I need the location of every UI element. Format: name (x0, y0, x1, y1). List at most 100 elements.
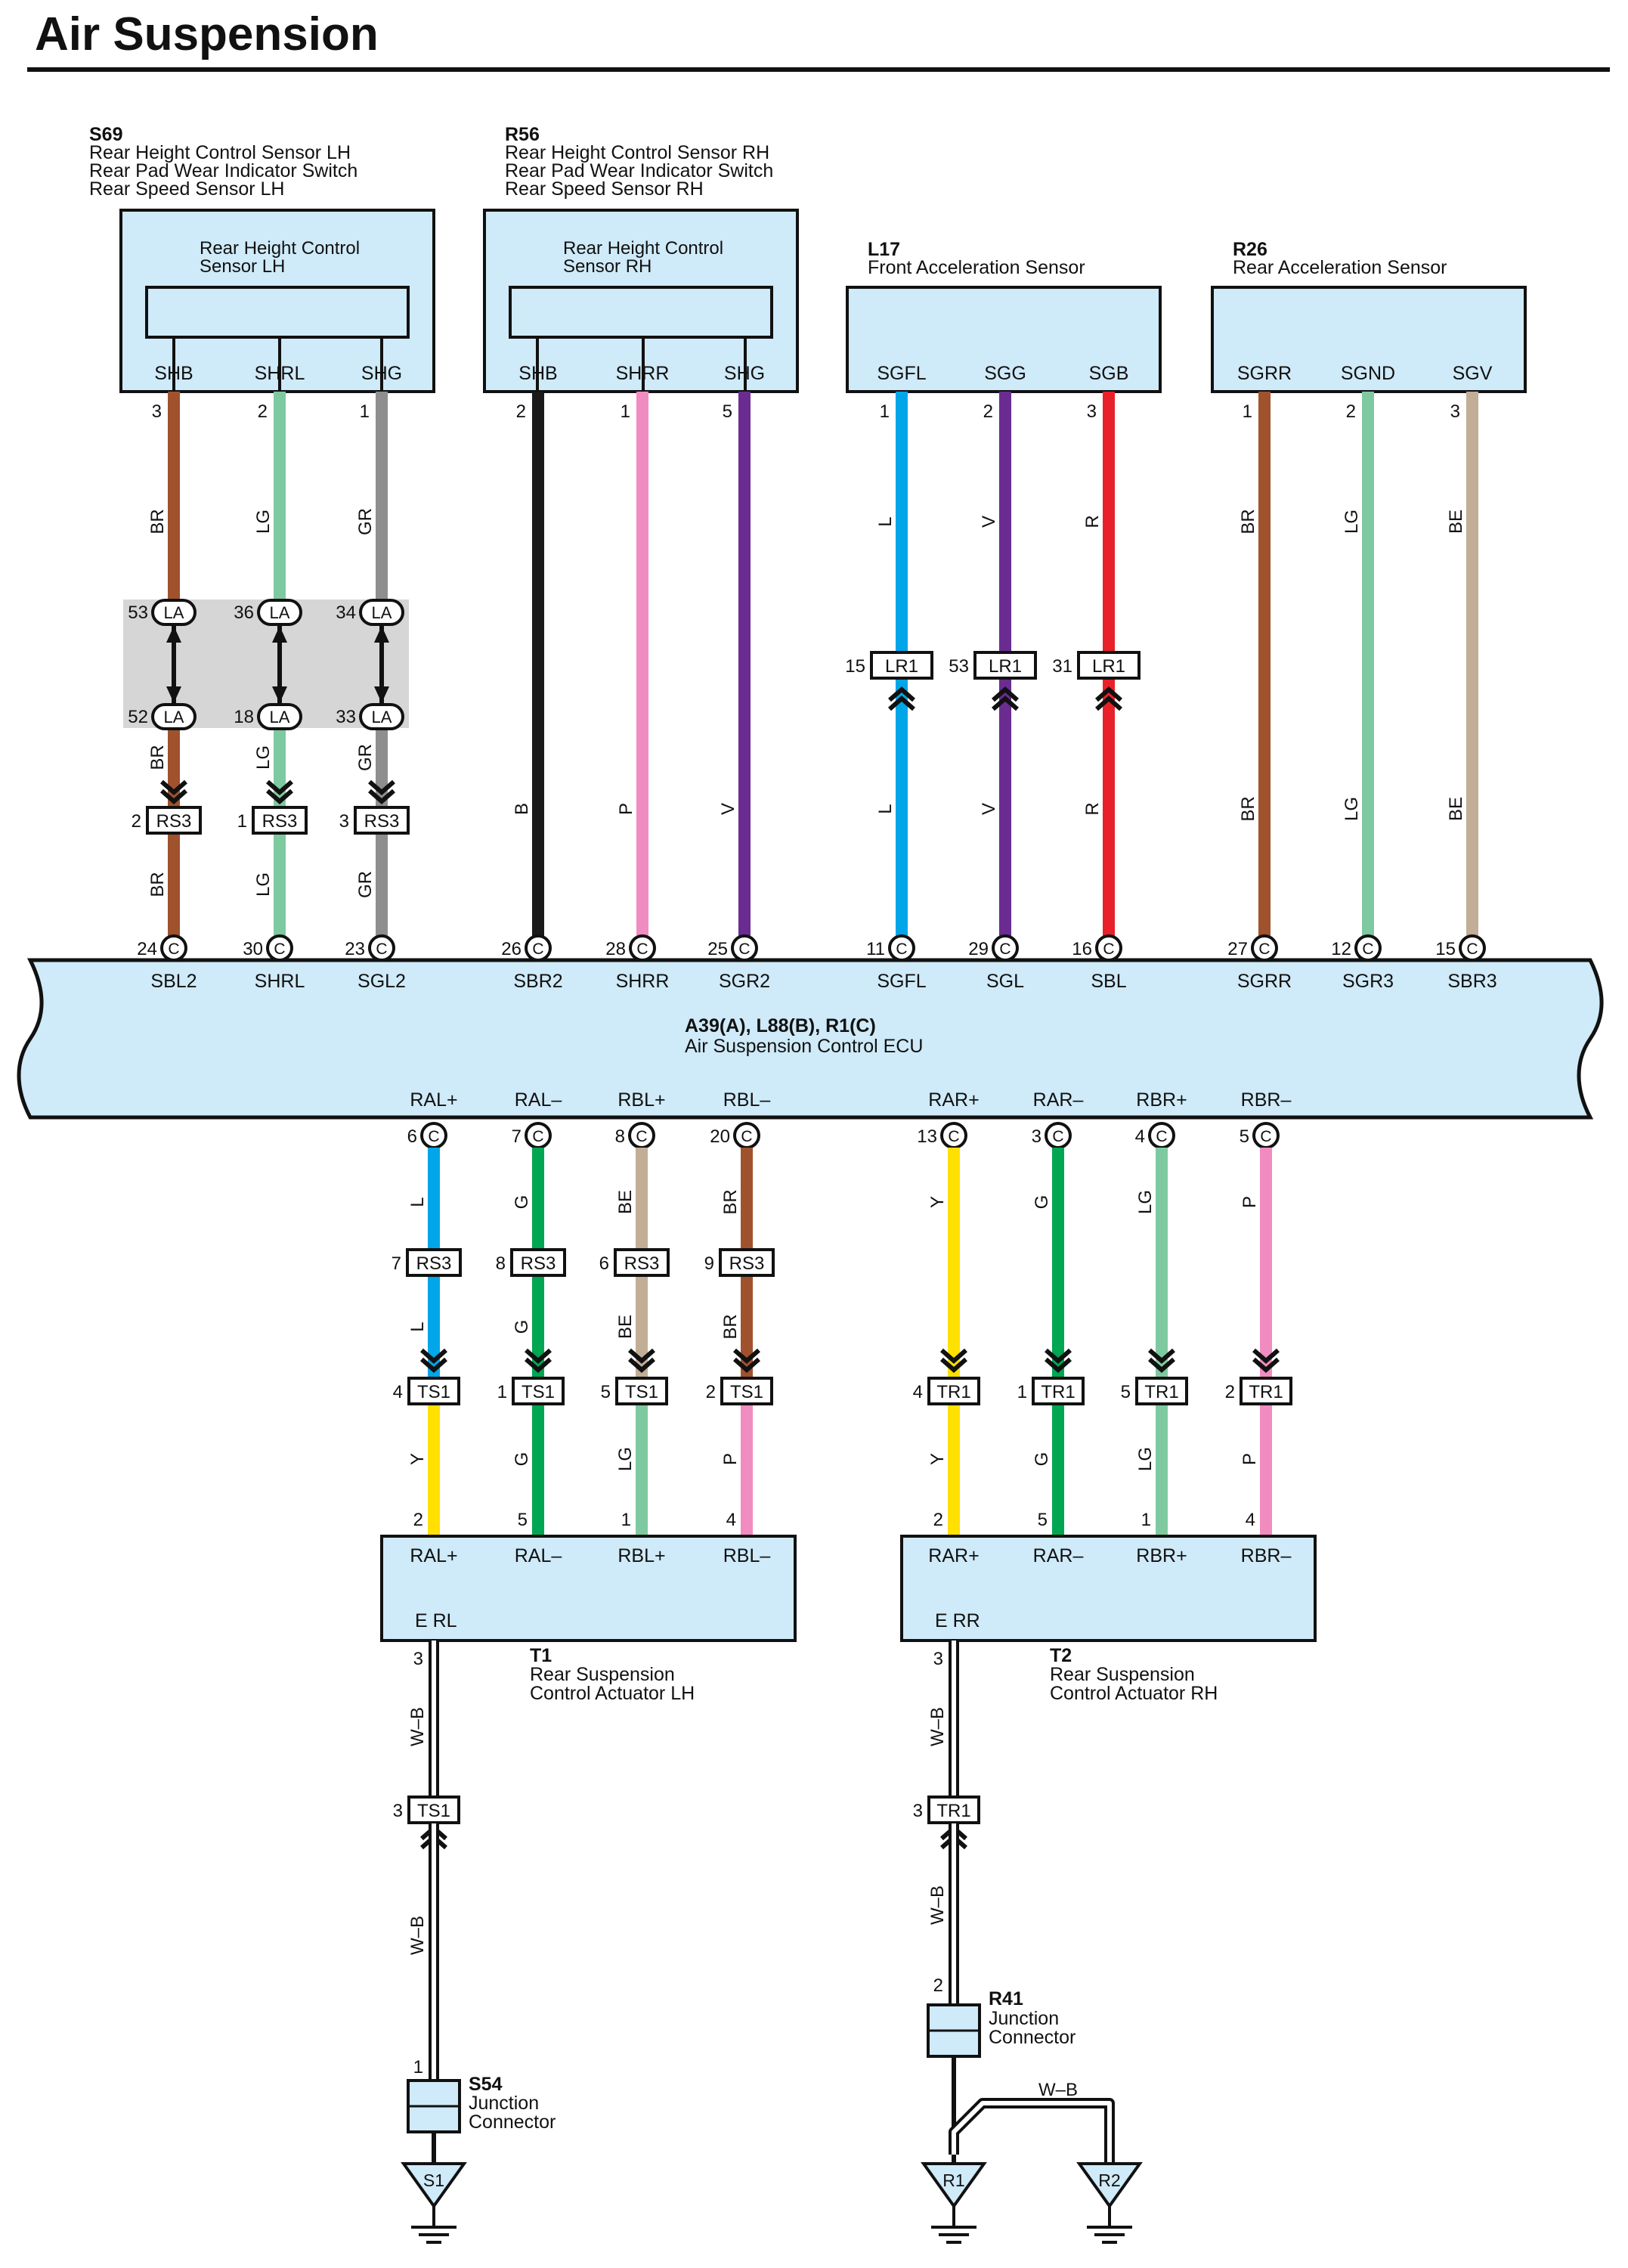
connector-c (629, 934, 656, 962)
actuator-pin-name: RAR+ (928, 1545, 979, 1566)
pin-number: 3 (413, 1649, 423, 1669)
wire-color-label: G (1032, 1452, 1052, 1467)
connector-ts1 (407, 1796, 460, 1824)
pin-number: 26 (501, 939, 522, 959)
ecu-pin-name: RAL+ (410, 1089, 457, 1111)
wire-color-label: LG (253, 510, 274, 534)
ecu-pin-name: RAR+ (928, 1089, 979, 1111)
pin-number: 20 (710, 1126, 730, 1147)
wire-color-label: V (718, 803, 738, 815)
wire-color-label: R (1082, 515, 1103, 528)
sensor-pin-name: SHB (518, 363, 557, 384)
connector-c (992, 934, 1019, 962)
ground-icon (401, 2162, 467, 2209)
ecu-pin-name: RBL– (723, 1089, 771, 1111)
wire-color-label: LG (1135, 1447, 1156, 1471)
ecu-pin-name: SBR2 (513, 971, 562, 992)
component-desc: Rear Speed Sensor LH (89, 178, 284, 200)
arrow-chevron (420, 1357, 447, 1373)
connector-code: TR1 (1249, 1382, 1283, 1402)
ecu-pin-name: SGR2 (719, 971, 770, 992)
connector-code: RS3 (364, 811, 400, 832)
pin-number: 6 (407, 1126, 417, 1147)
connector-code: C (168, 940, 179, 958)
pin-number: 15 (1435, 939, 1456, 959)
connector-code: C (1260, 1128, 1271, 1145)
pin-number: 3 (1032, 1126, 1041, 1147)
connector-c (368, 934, 395, 962)
connector-code: C (999, 940, 1011, 958)
connector-code: C (948, 1128, 959, 1145)
sensor-pin-name: SGB (1089, 363, 1129, 384)
component-desc: Rear Height Control Sensor LH (89, 142, 351, 163)
connector-tr1 (927, 1796, 980, 1824)
wire-color-label: W–B (407, 1707, 428, 1746)
connector-rs3 (146, 806, 202, 835)
component-desc: Rear Speed Sensor RH (505, 178, 704, 200)
wire-color-label: BR (147, 872, 168, 897)
ecu-pin-name: SGL (986, 971, 1024, 992)
connector-lr1 (870, 651, 933, 680)
pin-number: 12 (1331, 939, 1351, 959)
wire-color-label: BE (615, 1190, 636, 1214)
connector-rs3 (252, 806, 308, 835)
pin-number: 3 (393, 1801, 403, 1821)
pin-number: 36 (234, 603, 254, 623)
sensor-pin-name: SGV (1453, 363, 1493, 384)
connector-code: LR1 (885, 656, 918, 677)
arrow-chevron (888, 696, 915, 711)
connector-code: LA (270, 708, 290, 727)
connector-rs3 (406, 1248, 462, 1277)
actuator-box-t2 (900, 1535, 1317, 1642)
arrow-chevron (1148, 1348, 1175, 1364)
wire-color-label: GR (355, 744, 376, 771)
pin-number: 52 (128, 707, 148, 727)
component-desc: Connector (989, 2027, 1076, 2048)
connector-code: LA (372, 603, 392, 622)
pin-number: 7 (512, 1126, 522, 1147)
pin-number: 16 (1072, 939, 1092, 959)
pin-number: 31 (1052, 656, 1072, 677)
ecu-desc: Air Suspension Control ECU (685, 1036, 923, 1057)
connector-code: RS3 (729, 1253, 765, 1274)
connector-code: LA (164, 708, 184, 727)
pin-number: 8 (496, 1253, 506, 1274)
wire-color-label: Y (407, 1453, 428, 1465)
pin-number: 5 (1240, 1126, 1249, 1147)
pin-number: 1 (497, 1382, 507, 1402)
connector-rs3 (719, 1248, 775, 1277)
connector-c (266, 934, 293, 962)
connector-tr1 (927, 1377, 980, 1405)
arrow-chevron (160, 789, 187, 804)
component-desc: Junction (469, 2093, 539, 2114)
connector-code: TS1 (417, 1382, 450, 1402)
arrow-head (166, 626, 181, 643)
sensor-pin-name: SGND (1341, 363, 1395, 384)
wire-color-label: LG (1342, 797, 1362, 821)
connector-c (1354, 934, 1382, 962)
wire-color-label: W–B (1038, 2080, 1078, 2100)
connector-la (151, 599, 197, 626)
connector-la (257, 703, 302, 730)
page-title: Air Suspension (35, 8, 379, 60)
ground-label: S1 (423, 2170, 444, 2190)
connector-ts1 (720, 1377, 773, 1405)
connector-c (1251, 934, 1278, 962)
ecu-pin-name: SHRL (255, 971, 305, 992)
pin-number: 4 (726, 1510, 736, 1530)
wire-color-label: P (1240, 1453, 1260, 1465)
ground-branch-wire (949, 2098, 1115, 2164)
connector-code: C (1156, 1128, 1167, 1145)
wire-color-label: BR (1238, 509, 1258, 534)
pin-number: 53 (128, 603, 148, 623)
arrow-chevron (1148, 1357, 1175, 1373)
arrow-chevron (733, 1348, 760, 1364)
ground-branch-wire (952, 2101, 1112, 2164)
connector-la (359, 599, 404, 626)
sensor-inner-label: Sensor RH (563, 256, 652, 277)
pin-number: 1 (621, 401, 630, 422)
ecu-pin-name: SBR3 (1447, 971, 1496, 992)
sensor-pin-name: SGFL (877, 363, 926, 384)
actuator-pin-name: RBR+ (1136, 1545, 1187, 1566)
pin-number: 5 (723, 401, 732, 422)
